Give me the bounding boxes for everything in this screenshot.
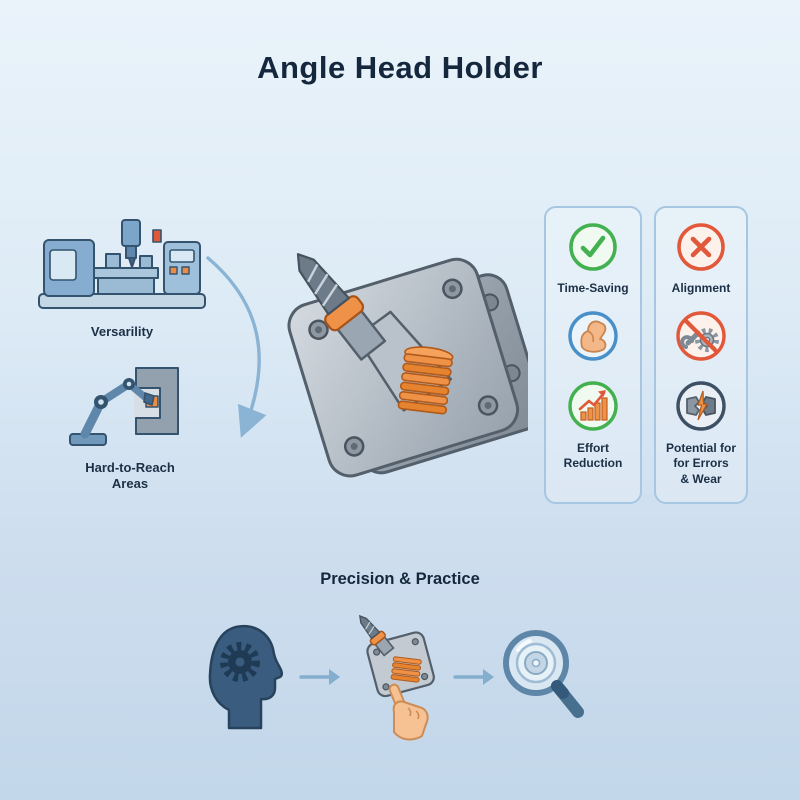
effort-reduction-label: Effort Reduction bbox=[563, 440, 623, 471]
magnifier-inspection-icon bbox=[503, 630, 584, 718]
angle-head-holder-illustration bbox=[287, 253, 528, 478]
milling-machine-icon bbox=[38, 219, 206, 309]
curved-arrow-icon bbox=[206, 256, 267, 438]
hands-on-adjustment-icon bbox=[358, 614, 435, 741]
right-arrow-icon bbox=[299, 669, 340, 685]
alignment-label: Alignment bbox=[671, 281, 731, 295]
errors-wear-label: Potential for for Errors & Wear bbox=[665, 440, 736, 486]
time-saving-label: Time-Saving bbox=[557, 281, 629, 295]
growth-chart-icon bbox=[568, 380, 618, 431]
hard-to-reach-label: Hard-to-Reach Areas bbox=[85, 460, 175, 492]
versatility-label: Versarility bbox=[90, 324, 154, 339]
check-circle-icon bbox=[569, 223, 617, 271]
process-title: Precision & Practice bbox=[320, 570, 480, 588]
broken-part-icon bbox=[676, 380, 726, 431]
milling-machine-figure: Versarility bbox=[36, 210, 208, 340]
robot-arm-figure: Hard-to-Reach Areas bbox=[66, 350, 194, 493]
bicep-strength-icon bbox=[568, 310, 618, 361]
x-circle-icon bbox=[677, 223, 725, 271]
head-gear-icon bbox=[208, 624, 284, 730]
drawbacks-panel: Alignment Potential for for Errors & Wea… bbox=[654, 206, 748, 504]
right-arrow-icon bbox=[453, 669, 494, 685]
robot-arm-icon bbox=[69, 367, 179, 446]
no-tools-icon bbox=[676, 310, 726, 361]
benefits-panel: Time-Saving Effort Reduction bbox=[544, 206, 642, 504]
page-title: Angle Head Holder bbox=[257, 50, 543, 85]
